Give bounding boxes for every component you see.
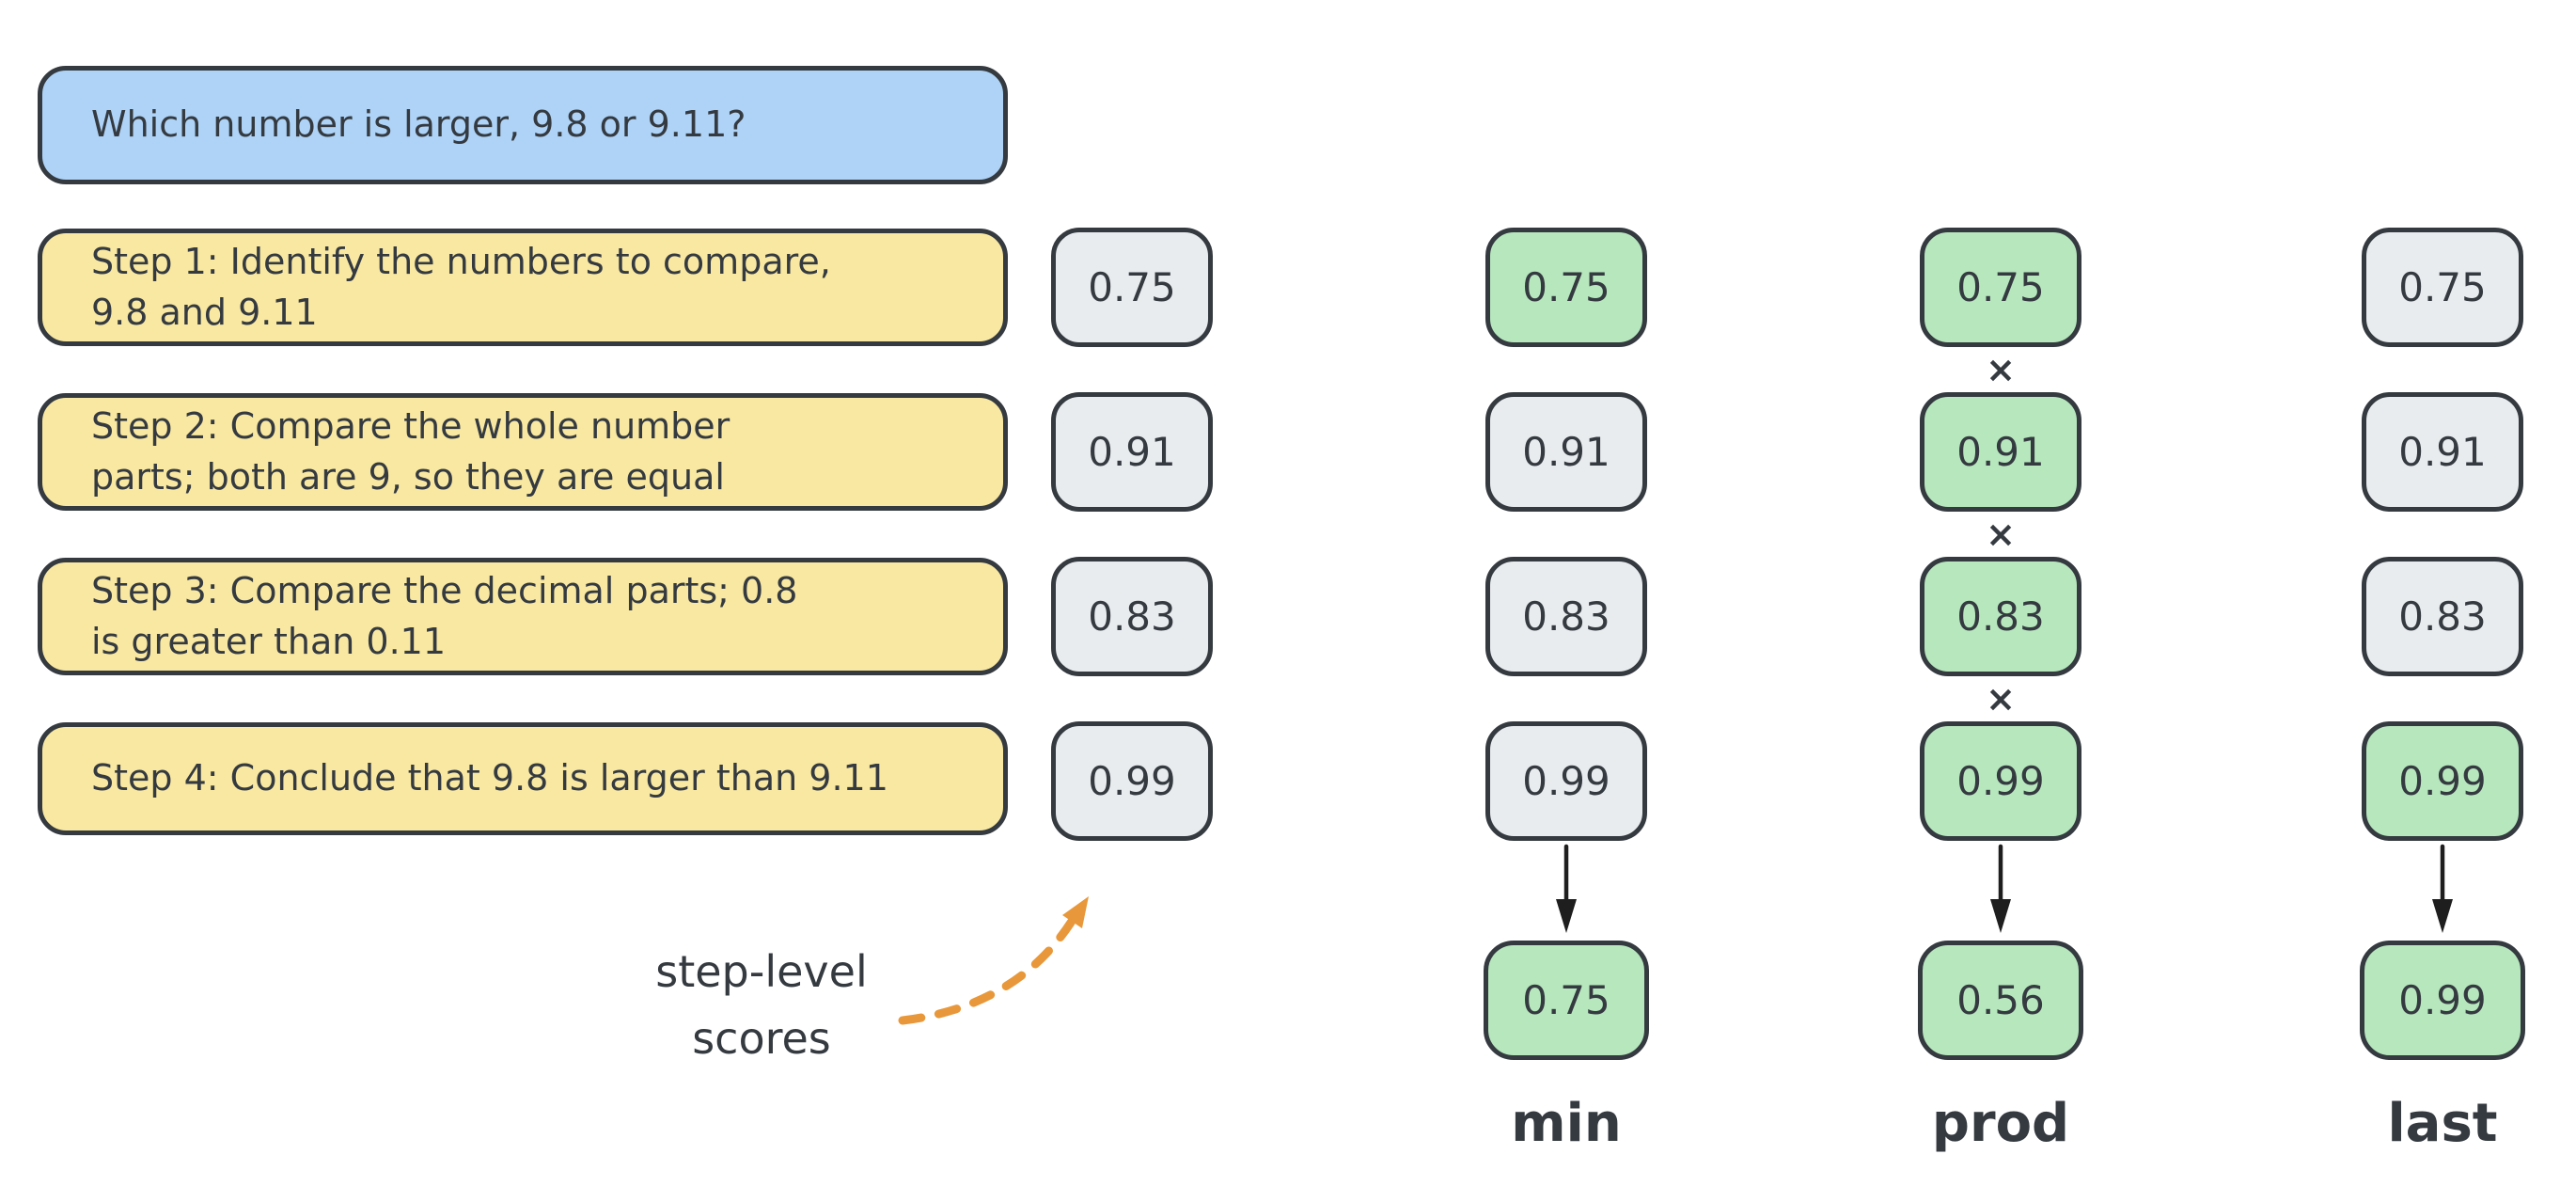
min-result-box: 0.75 [1484, 941, 1649, 1060]
result-value: 0.75 [1522, 977, 1610, 1023]
aggregation-label-prod: prod [1931, 1093, 2070, 1154]
annotation-label: step-level scores [555, 939, 968, 1073]
annotation-arrow-icon [898, 896, 1089, 1025]
step-score-box-1: 0.75 [1051, 228, 1213, 347]
prod-score-box-1: 0.75 [1920, 228, 2081, 347]
score-value: 0.75 [1088, 264, 1176, 310]
step-text: Step 3: Compare the decimal parts; 0.8 [91, 569, 798, 611]
score-value: 0.91 [1956, 429, 2045, 475]
min-score-box-2: 0.91 [1485, 392, 1647, 512]
last-result-box: 0.99 [2360, 941, 2525, 1060]
annotation-line: step-level [655, 946, 868, 997]
prod-score-box-4: 0.99 [1920, 721, 2081, 841]
question-box: Which number is larger, 9.8 or 9.11? [38, 66, 1008, 184]
score-value: 0.83 [1522, 593, 1610, 640]
score-value: 0.91 [1522, 429, 1610, 475]
last-score-box-4: 0.99 [2362, 721, 2523, 841]
step-box-3: Step 3: Compare the decimal parts; 0.8 i… [38, 558, 1008, 675]
prod-result-box: 0.56 [1918, 941, 2083, 1060]
last-score-box-2: 0.91 [2362, 392, 2523, 512]
score-value: 0.83 [1956, 593, 2045, 640]
aggregation-label-last: last [2387, 1093, 2498, 1154]
step-text: is greater than 0.11 [91, 620, 447, 662]
multiply-sign: × [1986, 514, 2016, 555]
aggregation-label-min: min [1511, 1093, 1622, 1154]
multiply-sign: × [1986, 349, 2016, 390]
score-value: 0.75 [1522, 264, 1610, 310]
score-value: 0.83 [2398, 593, 2487, 640]
step-text: parts; both are 9, so they are equal [91, 455, 725, 498]
result-value: 0.99 [2398, 977, 2487, 1023]
result-value: 0.56 [1956, 977, 2045, 1023]
step-score-box-4: 0.99 [1051, 721, 1213, 841]
prod-score-box-2: 0.91 [1920, 392, 2081, 512]
step-text: Step 1: Identify the numbers to compare, [91, 240, 831, 282]
score-value: 0.75 [2398, 264, 2487, 310]
score-value: 0.83 [1088, 593, 1176, 640]
step-text: Step 2: Compare the whole number [91, 404, 730, 447]
score-value: 0.75 [1956, 264, 2045, 310]
down-arrow-icon [1990, 844, 2011, 933]
last-score-box-3: 0.83 [2362, 557, 2523, 676]
step-text: 9.8 and 9.11 [91, 291, 318, 333]
step-box-4: Step 4: Conclude that 9.8 is larger than… [38, 722, 1008, 835]
down-arrow-icon [2432, 844, 2453, 933]
last-score-box-1: 0.75 [2362, 228, 2523, 347]
min-score-box-3: 0.83 [1485, 557, 1647, 676]
min-score-box-4: 0.99 [1485, 721, 1647, 841]
min-score-box-1: 0.75 [1485, 228, 1647, 347]
score-value: 0.99 [1522, 758, 1610, 804]
score-value: 0.91 [2398, 429, 2487, 475]
multiply-sign: × [1986, 678, 2016, 720]
down-arrow-icon [1556, 844, 1577, 933]
step-box-1: Step 1: Identify the numbers to compare,… [38, 229, 1008, 346]
score-value: 0.91 [1088, 429, 1176, 475]
score-value: 0.99 [1956, 758, 2045, 804]
question-text: Which number is larger, 9.8 or 9.11? [91, 103, 746, 146]
score-value: 0.99 [1088, 758, 1176, 804]
annotation-line: scores [692, 1013, 831, 1065]
step-box-2: Step 2: Compare the whole number parts; … [38, 393, 1008, 511]
step-score-box-3: 0.83 [1051, 557, 1213, 676]
step-text: Step 4: Conclude that 9.8 is larger than… [91, 757, 888, 799]
prod-score-box-3: 0.83 [1920, 557, 2081, 676]
step-score-box-2: 0.91 [1051, 392, 1213, 512]
score-value: 0.99 [2398, 758, 2487, 804]
